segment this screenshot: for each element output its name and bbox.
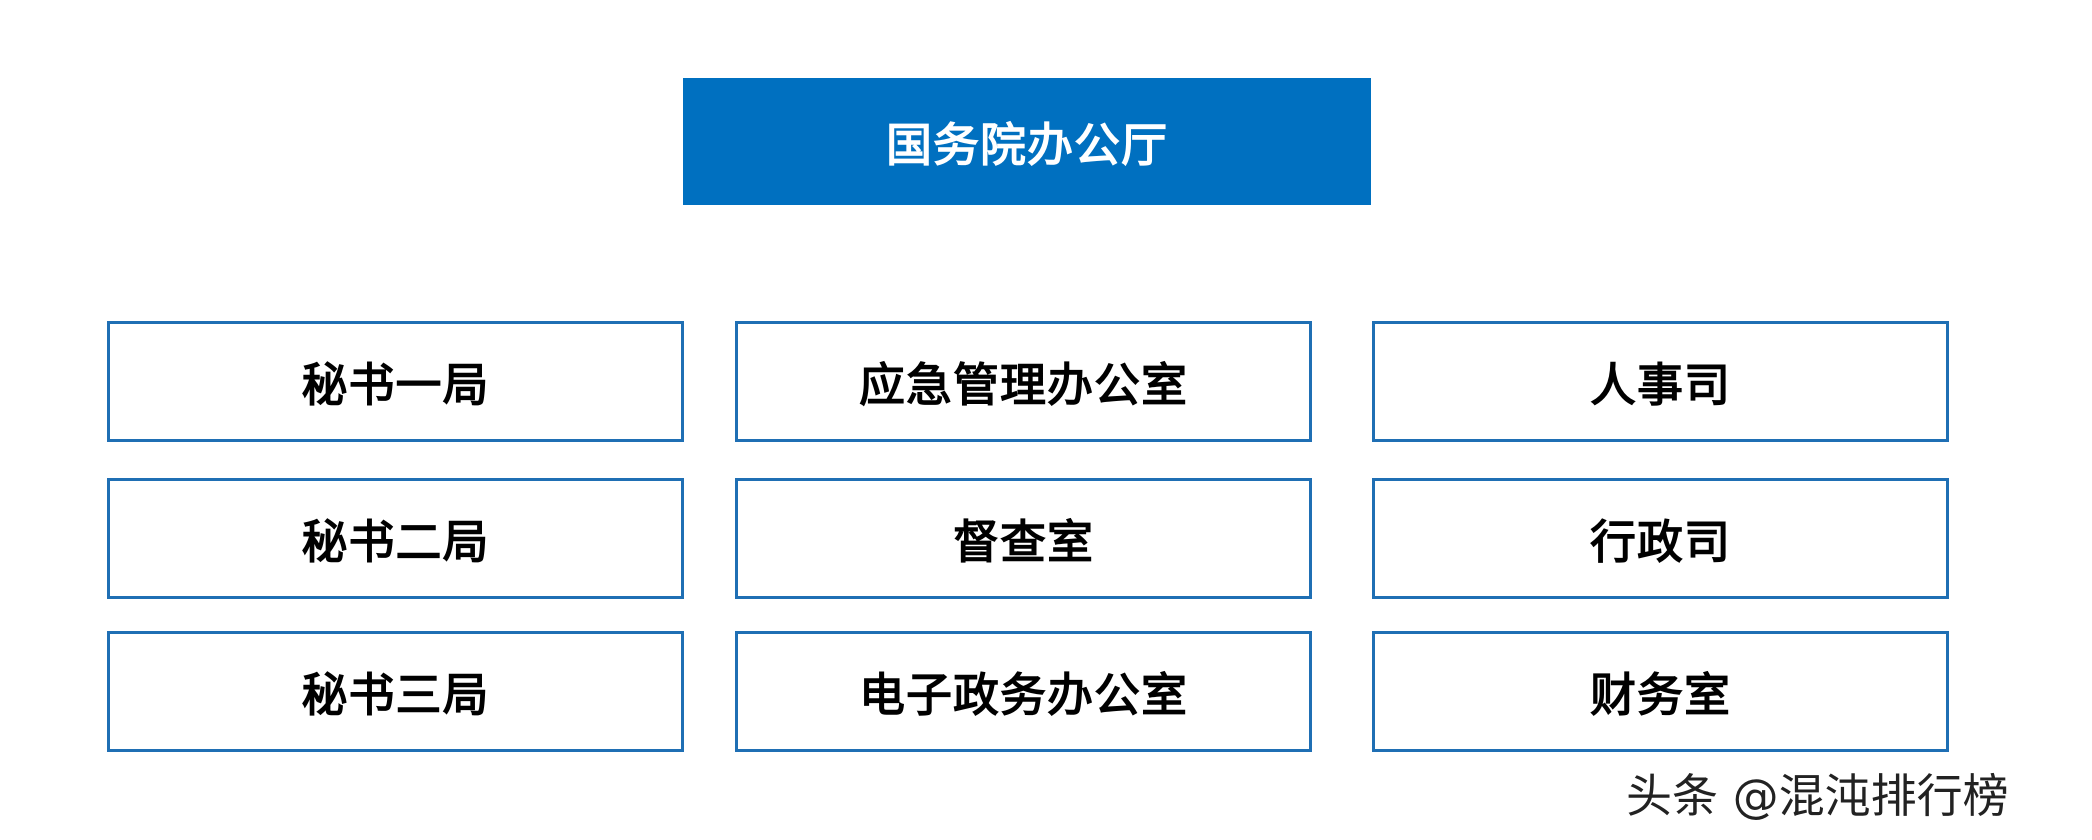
unit-box-secretary-bureau-1: 秘书一局	[107, 321, 684, 442]
unit-label: 督查室	[953, 514, 1094, 569]
unit-label: 财务室	[1590, 667, 1731, 722]
unit-label: 秘书二局	[301, 514, 490, 569]
unit-box-supervision-office: 督查室	[735, 478, 1312, 599]
unit-label: 秘书一局	[301, 357, 490, 412]
unit-box-egov-office: 电子政务办公室	[735, 631, 1312, 752]
root-node-box: 国务院办公厅	[683, 78, 1371, 205]
unit-label: 应急管理办公室	[859, 357, 1188, 412]
unit-label: 行政司	[1590, 514, 1731, 569]
unit-box-secretary-bureau-3: 秘书三局	[107, 631, 684, 752]
unit-label: 电子政务办公室	[859, 667, 1188, 722]
unit-label: 秘书三局	[301, 667, 490, 722]
root-node-label: 国务院办公厅	[886, 117, 1168, 172]
unit-box-personnel-dept: 人事司	[1372, 321, 1949, 442]
unit-box-secretary-bureau-2: 秘书二局	[107, 478, 684, 599]
watermark: 头条 @混沌排行榜	[1626, 769, 2009, 823]
unit-box-emergency-office: 应急管理办公室	[735, 321, 1312, 442]
unit-box-finance-office: 财务室	[1372, 631, 1949, 752]
unit-box-administration-dept: 行政司	[1372, 478, 1949, 599]
unit-label: 人事司	[1590, 357, 1731, 412]
